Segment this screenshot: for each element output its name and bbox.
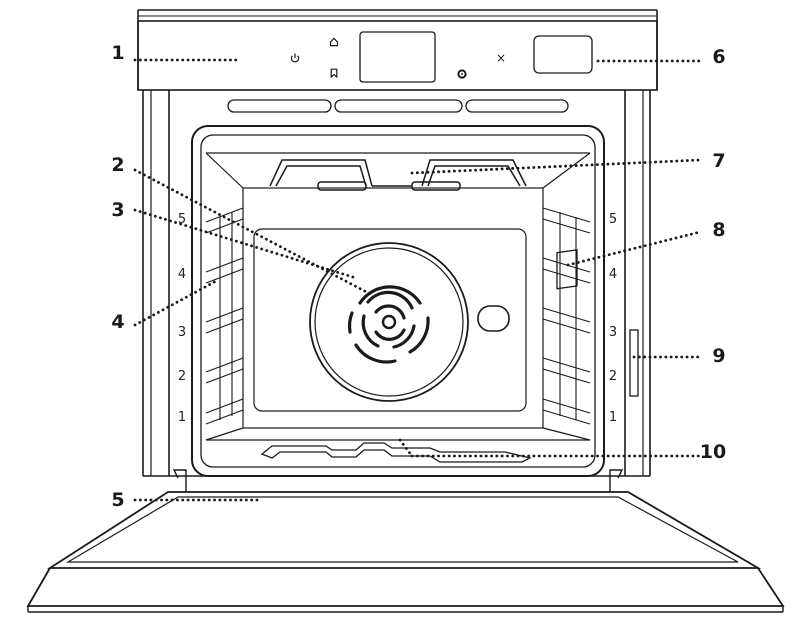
shelf-label: 4 — [178, 267, 186, 282]
oven-cavity — [191, 125, 639, 477]
shelf-labels-left: 5 4 3 2 1 — [178, 212, 186, 425]
knob-panel — [533, 35, 593, 74]
shelf-label: 3 — [178, 325, 186, 340]
oven-frame — [142, 90, 651, 476]
shelf-label: 5 — [609, 212, 617, 227]
side-plate — [556, 249, 578, 290]
callout-7: 7 — [712, 150, 725, 172]
shelf-label: 2 — [178, 369, 186, 384]
shelf-label: 1 — [178, 410, 186, 425]
fan-cover — [309, 242, 469, 402]
callout-5: 5 — [111, 489, 124, 511]
power-icon — [290, 53, 300, 63]
vent-left — [227, 99, 332, 113]
oven-light — [477, 305, 510, 332]
settings-icon — [457, 69, 467, 79]
vent-middle — [334, 99, 463, 113]
shelf-guides-right — [542, 207, 591, 425]
callout-4: 4 — [111, 311, 124, 333]
oven-door — [26, 469, 785, 613]
shelf-guides-left — [205, 207, 244, 425]
callout-6: 6 — [712, 46, 725, 68]
door-hinge-bar — [629, 329, 639, 397]
callout-9: 9 — [712, 345, 725, 367]
bottom-heating-element — [260, 442, 532, 463]
bookmark-icon — [330, 68, 338, 79]
shelf-label: 3 — [609, 325, 617, 340]
upper-heating-element — [269, 159, 527, 191]
shelf-label: 5 — [178, 212, 186, 227]
callout-labels: 1 2 3 4 5 6 7 8 9 10 — [111, 42, 726, 511]
close-icon: × — [496, 51, 506, 65]
shelf-label: 1 — [609, 410, 617, 425]
home-icon — [329, 37, 339, 47]
callout-2: 2 — [111, 154, 124, 176]
leader-lines — [133, 58, 702, 502]
display-screen — [359, 31, 436, 83]
shelf-labels-right: 5 4 3 2 1 — [609, 212, 617, 425]
callout-10: 10 — [700, 441, 726, 463]
shelf-label: 4 — [609, 267, 617, 282]
callout-1: 1 — [111, 42, 124, 64]
callout-3: 3 — [111, 199, 124, 221]
shelf-label: 2 — [609, 369, 617, 384]
vent-right — [465, 99, 569, 113]
control-panel: × — [137, 9, 658, 91]
callout-8: 8 — [712, 219, 725, 241]
